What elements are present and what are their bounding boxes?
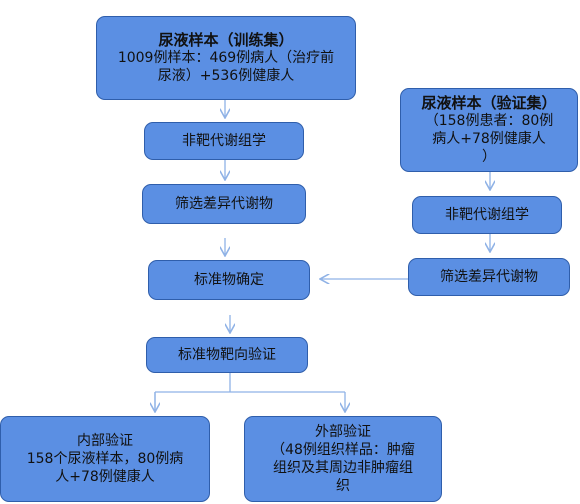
valid-untargeted-box: 非靶代谢组学 <box>412 196 562 234</box>
valid-untargeted-label: 非靶代谢组学 <box>445 207 529 223</box>
external-validation-line2: 组织及其周边非肿瘤组 <box>273 460 413 476</box>
marker-confirm-box: 标准物确定 <box>148 260 310 300</box>
internal-validation-line2: 人+78例健康人 <box>55 469 155 485</box>
train-screen-box: 筛选差异代谢物 <box>142 184 306 224</box>
external-validation-title: 外部验证 <box>315 424 371 440</box>
marker-verify-label: 标准物靶向验证 <box>178 347 276 363</box>
valid-sample-line1: （158例患者：80例 <box>424 113 554 129</box>
valid-screen-box: 筛选差异代谢物 <box>408 258 570 296</box>
internal-validation-box: 内部验证 158个尿液样本，80例病 人+78例健康人 <box>0 416 210 502</box>
valid-sample-box: 尿液样本（验证集） （158例患者：80例 病人+78例健康人 ） <box>400 88 578 172</box>
external-validation-line3: 织 <box>336 478 350 494</box>
valid-sample-line2: 病人+78例健康人 <box>432 131 546 147</box>
arrow-verify-split <box>154 373 345 412</box>
train-sample-line2: 尿液）+536例健康人 <box>157 68 295 84</box>
valid-screen-label: 筛选差异代谢物 <box>440 269 538 285</box>
internal-validation-line1: 158个尿液样本，80例病 <box>26 451 184 467</box>
valid-sample-title: 尿液样本（验证集） <box>421 94 557 112</box>
train-screen-label: 筛选差异代谢物 <box>175 196 273 212</box>
external-validation-box: 外部验证 （48例组织样品：肿瘤 组织及其周边非肿瘤组 织 <box>244 416 442 502</box>
train-sample-line1: 1009例样本：469例病人（治疗前 <box>117 50 335 66</box>
train-untargeted-box: 非靶代谢组学 <box>144 122 304 160</box>
marker-confirm-label: 标准物确定 <box>194 272 264 288</box>
train-untargeted-label: 非靶代谢组学 <box>182 133 266 149</box>
train-sample-title: 尿液样本（训练集） <box>158 31 294 49</box>
valid-sample-line3: ） <box>482 149 496 165</box>
internal-validation-title: 内部验证 <box>77 433 133 449</box>
marker-verify-box: 标准物靶向验证 <box>146 337 308 373</box>
train-sample-box: 尿液样本（训练集） 1009例样本：469例病人（治疗前 尿液）+536例健康人 <box>96 16 356 100</box>
external-validation-line1: （48例组织样品：肿瘤 <box>271 442 415 458</box>
